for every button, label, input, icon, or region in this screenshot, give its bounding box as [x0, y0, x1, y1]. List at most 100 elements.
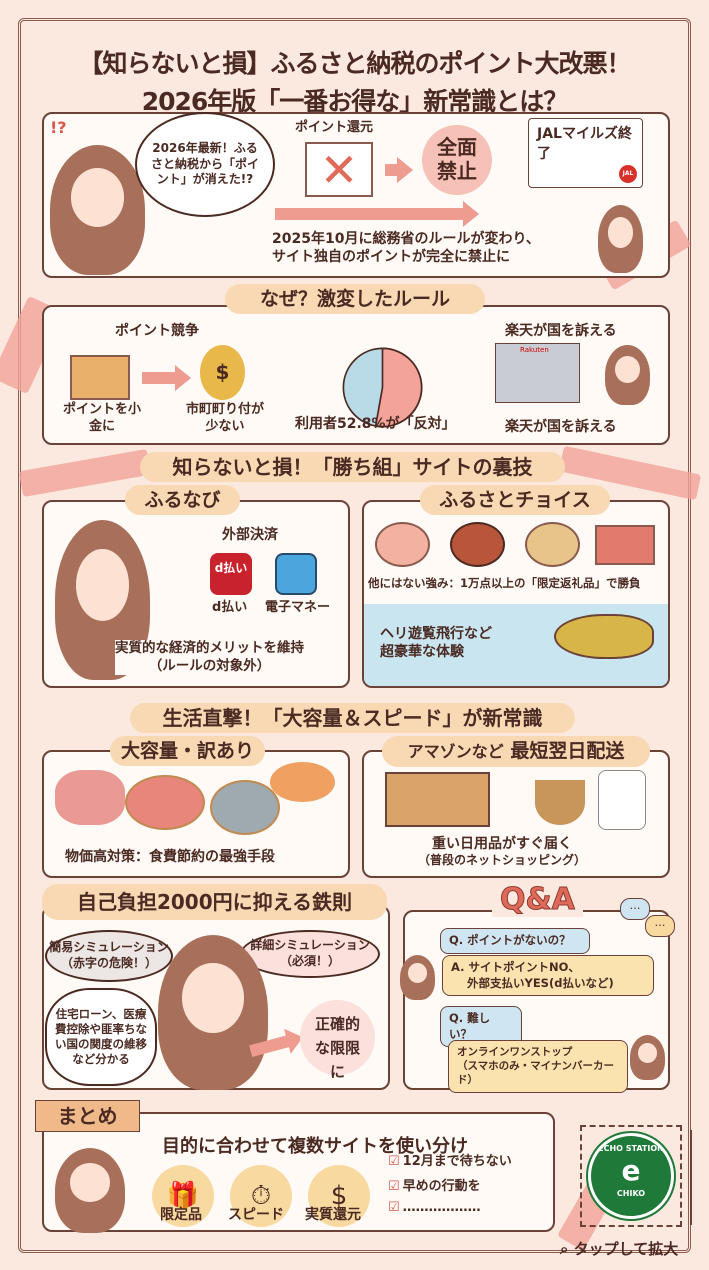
crab-illustration: [270, 762, 335, 802]
chat-dots-icon: …: [645, 915, 675, 937]
amazon-header-b: 最短翌日配送: [510, 740, 625, 762]
note-line: 2025年10月に総務省のルールが変わり、: [272, 231, 540, 247]
coins-icon: $: [200, 345, 245, 400]
timeline-arrow: [275, 201, 479, 227]
answer-1-line: A. サイトポイントNO、: [451, 960, 580, 974]
page-title-line1: 【知らないと損】ふるさと納税のポイント大改悪！: [78, 49, 631, 78]
protesting-woman-illustration: [605, 345, 650, 405]
choice-header: ふるさとチョイス: [420, 485, 610, 515]
echo-station-logo[interactable]: ECHO STATION e CHIKO: [586, 1131, 676, 1221]
detail-line: （必須！）: [279, 954, 340, 968]
stopwatch-icon: ⏱: [230, 1165, 292, 1227]
box-icon: [70, 355, 130, 400]
dpay-app-icon: d払い: [210, 553, 252, 595]
jal-miles-label: JALマイルズ終了: [537, 126, 632, 162]
asker-avatar: [400, 955, 435, 1000]
merit-line: （ルールの対象外）: [148, 657, 271, 674]
heli-tour-text: ヘリ遊覧飛行など超豪華な体験: [380, 625, 492, 661]
logo-frame: [580, 1125, 682, 1227]
checklist-item: ☑………………: [388, 1200, 481, 1215]
answer-2: オンラインワンストップ （スマホのみ・マイナンバーカード）: [448, 1040, 628, 1093]
answer-1: A. サイトポイントNO、外部支払いYES(d払いなど): [442, 955, 654, 997]
furunavi-header: ふるなび: [125, 485, 240, 515]
qa-header: Q&A: [492, 882, 583, 918]
emoney-label: 電子マネー: [265, 600, 331, 615]
checkbox-icon: ☑: [388, 1154, 400, 1169]
bibimbap-illustration: [450, 522, 505, 567]
arrow-icon: [142, 365, 191, 391]
sashimi-illustration: [375, 522, 430, 567]
checklist-text: ………………: [402, 1200, 481, 1215]
exclaim-mark: !?: [50, 118, 67, 137]
dumplings-illustration: [525, 522, 580, 567]
deduction-bubble: 住宅ローン、医療費控除や匪率ちない国の関度の維移など分かる: [45, 988, 157, 1086]
woman-with-phone-illustration: [55, 520, 150, 680]
delivery-truck-illustration: [385, 772, 490, 827]
pointing-woman-illustration: [55, 1148, 125, 1233]
checklist-text: 12月まで待ちない: [402, 1154, 512, 1169]
page-title-line2: 2026年版「一番お得な」新常識とは？: [141, 87, 569, 116]
checkbox-icon: ☑: [388, 1200, 400, 1215]
meat-plate-illustration: [125, 775, 205, 830]
heli-line: ヘリ遊覧飛行など: [380, 626, 492, 642]
note-line: サイト独自のポイントが完全に禁止に: [272, 249, 510, 266]
toilet-paper-illustration: [598, 770, 646, 830]
seafood-illustration: [210, 780, 280, 835]
rakuten-building-illustration: Rakuten: [495, 343, 580, 403]
amazon-caption: 重い日用品がすぐ届く（普段のネットショッピング）: [418, 835, 586, 869]
logo-mark: e: [621, 1154, 641, 1187]
jal-logo-icon: JAL: [619, 165, 637, 183]
rule-change-note: 2025年10月に総務省のルールが変わり、サイト独自のポイントが完全に禁止に: [272, 230, 540, 266]
bulk-caption: 物価高対策：食費節約の最強手段: [65, 849, 275, 865]
question-1: Q. ポイントがないの？: [440, 928, 590, 954]
answer-2-line: （スマホのみ・マイナンバーカード）: [457, 1060, 614, 1087]
rakuten-sues-title: 楽天が国を訴える: [505, 323, 617, 339]
checklist-item: ☑12月まで待ちない: [388, 1150, 512, 1169]
logo-bottom-text: CHIKO: [616, 1189, 646, 1198]
summary-label: まとめ: [35, 1100, 140, 1132]
detail-sim-bubble: 詳細シミュレーション（必須！）: [240, 930, 380, 978]
summary-item-label: 実質還元: [305, 1207, 361, 1223]
point-competition-label: ポイント競争: [115, 323, 199, 339]
total-ban-badge: 全面禁止: [422, 125, 492, 195]
jal-miles-card: JALマイルズ終了 JAL: [528, 118, 643, 188]
pie-slice-oppose: [374, 347, 423, 428]
amazon-caption-line: 重い日用品がすぐ届く: [432, 836, 572, 852]
gift-icon: 🎁: [152, 1165, 214, 1227]
simple-line: 簡易シミュレーション: [49, 940, 169, 955]
rule-header: 自己負担2000円に抑える鉄則: [42, 884, 387, 920]
decorative-frame: [18, 18, 691, 1253]
surprised-woman-illustration: [50, 145, 145, 275]
coins-caption: 市町町り付が少ない: [185, 402, 264, 434]
gift-box-illustration: [595, 525, 655, 565]
rakuten-sues-caption: 楽天が国を訴える: [505, 419, 617, 435]
tap-to-zoom-label: タップして拡大: [573, 1240, 679, 1258]
amazon-header-a: アマゾンなど: [407, 742, 504, 761]
chat-dots-icon: …: [620, 898, 650, 920]
vertical-arrow-icon: [690, 1130, 692, 1225]
opposition-pie-chart: [342, 347, 423, 428]
merit-line: 実質的な経済的メリットを維持: [115, 640, 304, 656]
why-header: なぜ？激変したルール: [225, 284, 485, 314]
checklist-text: 早めの行動を: [402, 1179, 481, 1194]
logo-top-text: ECHO STATION: [598, 1144, 664, 1153]
amazon-header: アマゾンなど 最短翌日配送: [382, 736, 650, 767]
summary-item-label: スピード: [228, 1207, 284, 1223]
coin-hand-icon: $: [308, 1165, 370, 1227]
tap-to-zoom-button[interactable]: ⌕ タップして拡大: [560, 1238, 678, 1259]
life-header: 生活直撃！「大容量＆スピード」が新常識: [130, 703, 575, 733]
point-return-label: ポイント還元: [295, 120, 374, 135]
official-woman-illustration: [598, 205, 643, 273]
detail-line: 詳細シミュレーション: [250, 938, 370, 953]
thinking-woman-illustration: [158, 935, 268, 1090]
rakuten-sign: Rakuten: [520, 346, 549, 354]
heli-line: 超豪華な体験: [380, 644, 464, 661]
dpay-label: d払い: [212, 600, 248, 615]
external-payment-label: 外部決済: [222, 527, 278, 543]
answerer-avatar: [630, 1035, 665, 1080]
checklist-item: ☑早めの行動を: [388, 1175, 481, 1194]
helicopter-illustration: [554, 614, 654, 659]
answer-2-line: オンラインワンストップ: [457, 1046, 573, 1058]
winners-header: 知らないと損！「勝ち組」サイトの裏技: [140, 452, 565, 482]
accurate-limit-badge: 正確的な限限に: [300, 1000, 375, 1081]
